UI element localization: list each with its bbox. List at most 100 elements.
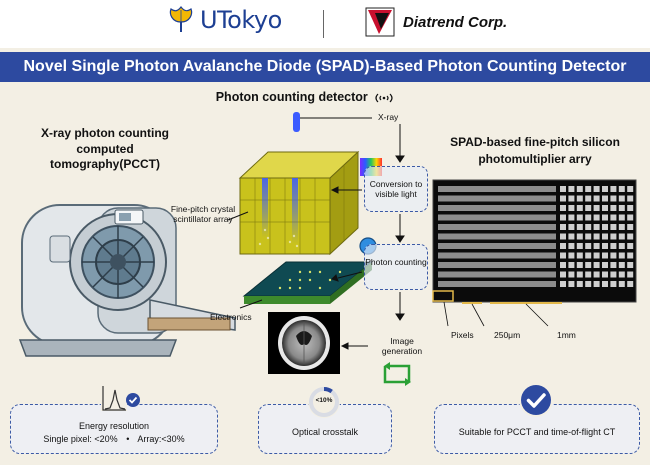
spad-pixel-cell xyxy=(576,271,583,278)
spad-pixel-cell xyxy=(627,224,634,230)
suitability-label: Suitable for PCCT and time-of-flight CT xyxy=(458,427,616,437)
scintillator-block xyxy=(238,150,360,256)
size-label: 1mm xyxy=(557,330,576,340)
spad-pixel-cell xyxy=(602,271,608,278)
spad-pixel-cell xyxy=(593,252,600,259)
spad-pixel-cell xyxy=(568,262,575,268)
image-generation-label: Image generation xyxy=(381,336,423,357)
spad-pixel-cell xyxy=(560,205,566,211)
diatrend-name: Diatrend Corp. xyxy=(403,13,508,31)
diatrend-mark-icon xyxy=(365,7,395,37)
spad-pixel-cell xyxy=(560,233,566,240)
spad-pixel-cell xyxy=(560,262,566,268)
spad-pixel-cell xyxy=(568,243,575,249)
spad-pixel-cell xyxy=(568,271,575,278)
spad-pixel-cell xyxy=(576,281,583,287)
spad-pixel-cell xyxy=(610,281,617,287)
spad-pixel-cell xyxy=(627,271,634,278)
spad-pixel-row xyxy=(438,262,556,268)
spad-pixel-cell xyxy=(585,195,592,202)
spad-pixel-cell xyxy=(560,271,566,278)
spad-pixel-cell xyxy=(560,224,566,230)
spad-pixel-cell xyxy=(560,186,566,192)
spad-pixel-cell xyxy=(627,186,634,192)
spad-pixel-cell xyxy=(610,262,617,268)
spad-pixel-cell xyxy=(560,243,566,249)
spad-pixel-cell xyxy=(560,214,566,221)
spad-pixel-cell xyxy=(610,195,617,202)
spad-pixel-row xyxy=(438,186,556,192)
spad-pixel-cell xyxy=(610,214,617,221)
spad-pixel-cell xyxy=(618,243,625,249)
conversion-label: Conversion to visible light xyxy=(369,179,423,200)
spad-pixel-cell xyxy=(627,205,634,211)
crosstalk-gauge: <10% xyxy=(306,384,342,420)
spad-pixel-cell xyxy=(627,233,634,240)
spad-pixel-cell xyxy=(585,186,592,192)
spad-pixel-row xyxy=(438,205,556,211)
single-pixel-value: Single pixel: <20% xyxy=(43,434,118,444)
spad-pixel-cell xyxy=(576,233,583,240)
ginkgo-leaf-icon xyxy=(169,6,193,32)
spad-pixel-cell xyxy=(602,214,608,221)
spad-pixel-cell xyxy=(618,186,625,192)
spad-title: SPAD-based fine-pitch silicon photomulti… xyxy=(450,135,620,167)
diatrend-logo: Diatrend Corp. xyxy=(365,7,507,37)
spad-pixel-cell xyxy=(602,262,608,268)
spad-pixel-cell xyxy=(560,281,566,287)
array-value: Array:<30% xyxy=(137,434,185,444)
spad-pixel-cell xyxy=(627,262,634,268)
conversion-box: Conversion to visible light xyxy=(364,166,428,212)
spad-pixel-cell xyxy=(560,195,566,202)
loop-icon xyxy=(383,362,411,386)
spad-pixel-cell xyxy=(593,186,600,192)
spad-pixel-cell xyxy=(593,243,600,249)
spad-pixel-cell xyxy=(568,186,575,192)
spad-pixel-cell xyxy=(618,233,625,240)
utokyo-name: UTokyo xyxy=(200,6,282,34)
spad-pixel-cell xyxy=(576,224,583,230)
xray-label: X-ray xyxy=(378,112,399,122)
spad-pixel-cell xyxy=(602,205,608,211)
logo-divider xyxy=(323,10,324,38)
spad-pixel-cell xyxy=(618,252,625,259)
spad-pixel-row xyxy=(438,252,556,259)
spad-pixel-cell xyxy=(585,214,592,221)
spad-array-chip xyxy=(432,179,637,304)
spad-pixel-cell xyxy=(627,195,634,202)
spad-pixel-cell xyxy=(627,214,634,221)
spad-pixel-row xyxy=(438,214,556,221)
bullet-separator: • xyxy=(126,434,130,444)
spad-pixel-cell xyxy=(610,252,617,259)
spad-pixel-cell xyxy=(568,233,575,240)
electronics-board xyxy=(242,261,374,304)
crosstalk-label: Optical crosstalk xyxy=(291,427,359,437)
ct-scanner xyxy=(18,204,236,357)
spad-pixel-cell xyxy=(618,214,625,221)
spad-pixel-cell xyxy=(568,205,575,211)
spad-pixel-row xyxy=(438,195,556,202)
spad-pixel-cell xyxy=(618,224,625,230)
spad-pixel-cell xyxy=(618,271,625,278)
spad-pixel-cell xyxy=(627,243,634,249)
spad-pixel-cell xyxy=(576,195,583,202)
spad-pixel-cell xyxy=(585,243,592,249)
spad-pixel-cell xyxy=(593,224,600,230)
check-circle-icon xyxy=(519,383,553,417)
spad-pixel-cell xyxy=(593,195,600,202)
xray-beam xyxy=(293,112,300,132)
spad-pixel-cell xyxy=(585,262,592,268)
electronics-label: Electronics xyxy=(210,312,252,322)
scintillator-label: Fine-pitch crystal scintillator array xyxy=(170,204,236,225)
photon-counting-box: Photon counting xyxy=(364,244,428,290)
energy-resolution-title: Energy resolution xyxy=(78,421,150,431)
spad-pixel-cell xyxy=(585,252,592,259)
crosstalk-box: Optical crosstalk xyxy=(258,404,392,454)
energy-resolution-box: Energy resolution Single pixel: <20% • A… xyxy=(10,404,218,454)
spad-pixel-cell xyxy=(576,186,583,192)
spad-pixel-cell xyxy=(618,262,625,268)
spad-pixel-cell xyxy=(576,243,583,249)
spad-pixel-row xyxy=(438,281,556,287)
spad-pixel-cell xyxy=(618,195,625,202)
